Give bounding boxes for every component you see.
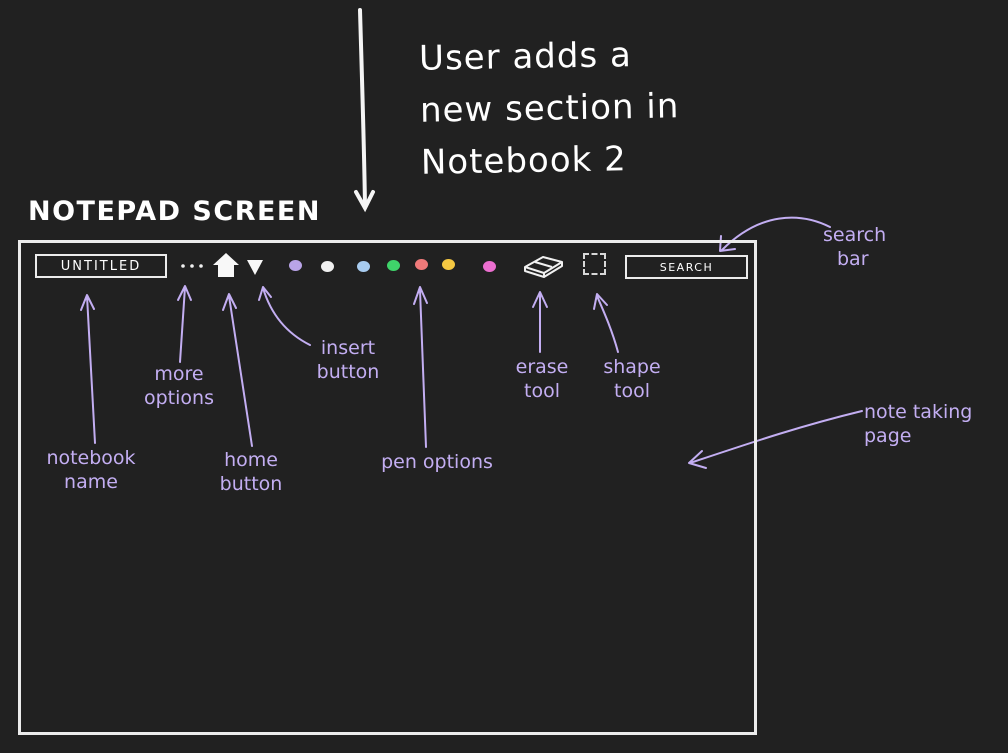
annotation-line: button (219, 473, 283, 495)
flow-note-line: new section in (419, 86, 680, 131)
flow-note-line: Notebook 2 (420, 139, 628, 183)
notebook-name-arrow (80, 294, 96, 444)
search-input[interactable]: SEARCH (625, 255, 748, 279)
eraser-icon (524, 256, 563, 278)
annotation-line: home (224, 449, 278, 471)
more-options-arrow (177, 285, 192, 363)
annotation-line: erase (515, 356, 569, 378)
notebook-name-field[interactable]: UNTITLED (35, 254, 167, 278)
annotation-line: notebook (46, 447, 136, 469)
home-button[interactable] (211, 250, 241, 280)
annotation-line: options (144, 387, 214, 409)
annotation-home-button: home button (206, 448, 296, 496)
annotation-line: more (154, 363, 204, 385)
shape-tool-button[interactable] (583, 253, 606, 275)
pen-option-white[interactable] (321, 261, 334, 272)
annotation-note-taking-page: note taking page (864, 400, 1004, 448)
flow-arrow-shaft (358, 8, 367, 208)
annotation-search-bar: search bar (823, 223, 903, 271)
pen-option-red[interactable] (415, 259, 428, 270)
annotation-line: tool (524, 380, 560, 402)
erase-tool-button[interactable] (521, 251, 565, 279)
shape-tool-arrow (593, 293, 619, 353)
flow-note-line: User adds a (418, 35, 633, 79)
annotation-notebook-name: notebook name (46, 446, 136, 494)
note-page-arrow (688, 410, 863, 469)
annotation-line: tool (614, 380, 650, 402)
pen-option-yellow[interactable] (442, 259, 455, 270)
pen-option-light-blue[interactable] (357, 261, 370, 272)
home-button-arrow (222, 293, 253, 447)
pen-options-arrow (413, 286, 428, 448)
annotation-pen-options: pen options (374, 450, 500, 474)
annotation-line: insert (320, 337, 376, 359)
note-taking-page[interactable] (18, 240, 757, 735)
pen-option-green[interactable] (387, 260, 400, 271)
annotation-erase-tool: erase tool (505, 355, 579, 403)
screen-title: NOTEPAD SCREEN (28, 196, 321, 227)
annotation-line: page (864, 425, 912, 447)
annotation-line: pen options (381, 451, 493, 473)
insert-button-arrow (258, 286, 311, 346)
annotation-line: name (64, 471, 118, 493)
annotation-line: shape (603, 356, 661, 378)
annotation-shape-tool: shape tool (592, 355, 672, 403)
annotation-insert-button: insert button (298, 336, 398, 384)
pen-option-lavender[interactable] (289, 260, 302, 271)
pen-option-pink[interactable] (483, 261, 496, 272)
triangle-down-icon (247, 260, 263, 275)
home-icon (213, 253, 239, 277)
flow-note: User adds a new section in Notebook 2 (419, 27, 742, 189)
flow-arrow-head (354, 190, 375, 213)
annotation-line: button (316, 361, 380, 383)
insert-button[interactable] (245, 255, 265, 277)
annotation-line: search (823, 224, 887, 246)
annotation-line: note taking (864, 401, 973, 423)
annotation-more-options: more options (134, 362, 224, 410)
more-options-button[interactable] (176, 252, 210, 278)
annotation-line: bar (837, 248, 869, 270)
ellipsis-icon (181, 264, 203, 268)
erase-tool-arrow (532, 291, 548, 353)
